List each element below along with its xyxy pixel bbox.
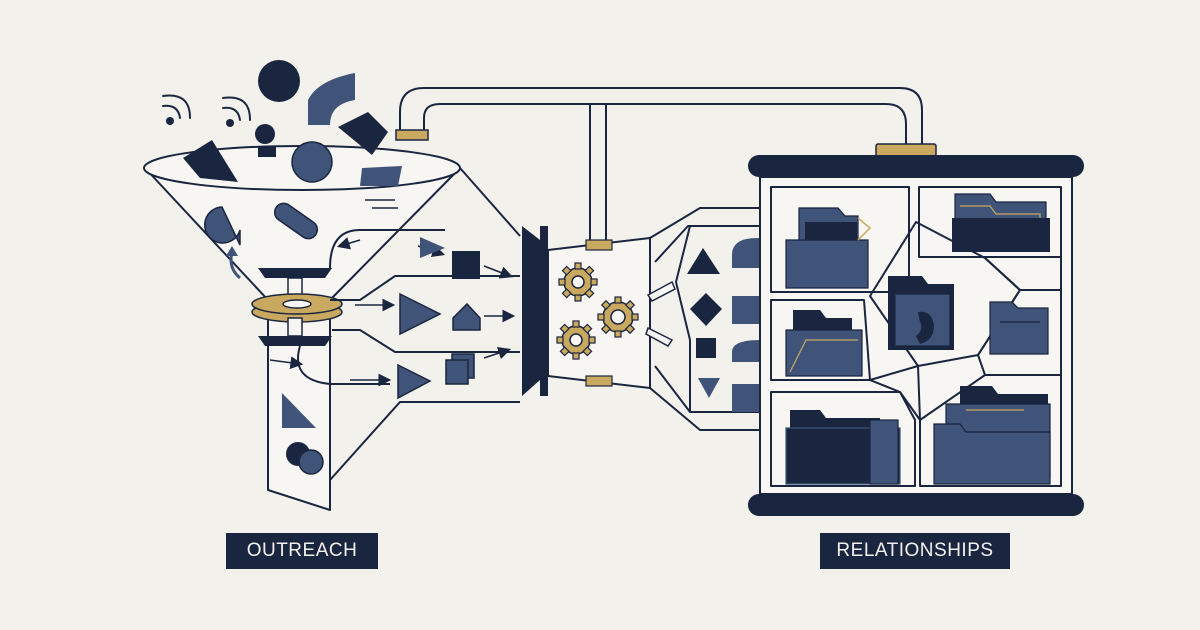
shape-capsule [273,202,319,240]
tray-connectors [645,280,676,347]
shape-small-square [696,338,716,358]
shape-semicircle-1 [732,237,760,268]
signal-wave-icon-2 [222,96,251,127]
shape-parallelogram [360,166,402,186]
gear-icon-2 [597,296,639,338]
arrow-right-icon-2 [397,363,432,400]
shape-triangle-left [183,140,238,182]
shape-bar-2 [732,384,760,412]
shape-diamond [690,293,722,326]
shape-circle-small [255,124,275,144]
shape-semicircle-2 [732,340,760,362]
shape-triangle-bottom [282,393,316,428]
folder-icon-3 [888,276,954,350]
shape-leaf [203,206,241,246]
shape-circle-medium [291,141,333,183]
folder-icon-6 [785,410,901,485]
folder-icon-5 [989,301,1049,355]
gear-icon-3 [556,320,596,360]
shape-pentagon [452,302,481,331]
flow-arrows [269,237,516,387]
gear-icon [558,262,598,302]
shape-circle-blue [298,449,324,475]
arrow-right-icon [399,292,442,336]
shape-block-small [258,147,276,157]
press-mechanism [251,268,343,346]
folder-icon [785,207,872,289]
folder-icon-7 [933,386,1051,485]
shape-triangle-down [698,378,720,398]
relationships-label: RELATIONSHIPS [820,533,1010,569]
shape-card-stack-front [445,359,469,385]
shape-square [452,251,480,279]
shape-curved-arrow-head [226,246,238,256]
pipe-gold-cap-left [395,129,429,141]
shape-chevron-top [420,237,445,258]
folder-icon-4 [785,310,863,377]
connecting-pipe [399,87,923,245]
signal-wave-icon [162,94,191,125]
outreach-label: OUTREACH [226,533,378,569]
shape-triangle-up [687,248,720,274]
shape-bar-1 [732,296,760,324]
shape-circle-top [258,60,300,102]
sorting-tray [649,207,765,431]
shape-arc [308,73,355,125]
pipe-gold-cap-right [875,143,937,157]
folder-icon-2 [952,193,1050,252]
shape-triangle-right [338,112,388,155]
